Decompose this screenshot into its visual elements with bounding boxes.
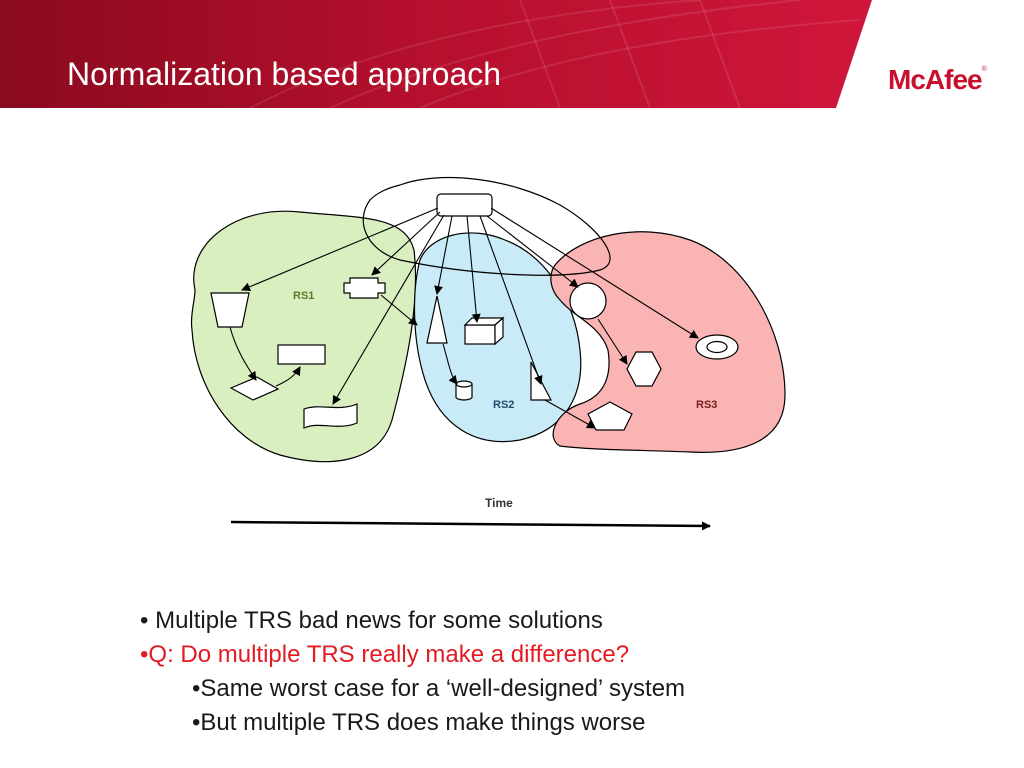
slide-title: Normalization based approach <box>67 56 502 92</box>
cylinder-shape <box>455 380 473 401</box>
bullet-subitem: •Same worst case for a ‘well-designed’ s… <box>192 675 686 702</box>
time-axis-label: Time <box>485 496 513 510</box>
slide-header: Normalization based approach McAfee® <box>0 0 1024 108</box>
wave-banner-shape <box>303 403 358 429</box>
circle-shape <box>569 282 607 320</box>
source-rectangle <box>436 193 493 217</box>
arrows <box>229 207 699 429</box>
logo-text: McAfee <box>888 64 983 95</box>
rounded-cross-shape <box>343 277 386 299</box>
rs1-region <box>190 210 417 463</box>
bullet-list: • Multiple TRS bad news for some solutio… <box>140 604 685 740</box>
window-loop <box>362 176 611 276</box>
ring-shape <box>695 334 739 360</box>
time-axis-arrow <box>230 520 711 531</box>
rs3-label: RS3 <box>696 399 717 411</box>
registered-mark: ® <box>981 66 987 73</box>
bullet-item: • Multiple TRS bad news for some solutio… <box>140 607 603 634</box>
rs1-label: RS1 <box>293 290 314 302</box>
rs2-label: RS2 <box>493 399 514 411</box>
bullet-item-question: •Q: Do multiple TRS really make a differ… <box>140 641 630 668</box>
mcafee-logo: McAfee® <box>888 66 987 94</box>
header-banner <box>0 0 872 108</box>
trapezoid-shape <box>210 292 250 328</box>
triangle-shape <box>426 295 448 344</box>
rs3-region <box>550 231 786 453</box>
cube-shape <box>463 316 505 346</box>
pentagon-shape <box>587 401 633 431</box>
bullet-subitem: •But multiple TRS does make things worse <box>192 709 646 736</box>
rectangle-shape <box>277 344 326 365</box>
hexagon-shape <box>626 351 662 387</box>
